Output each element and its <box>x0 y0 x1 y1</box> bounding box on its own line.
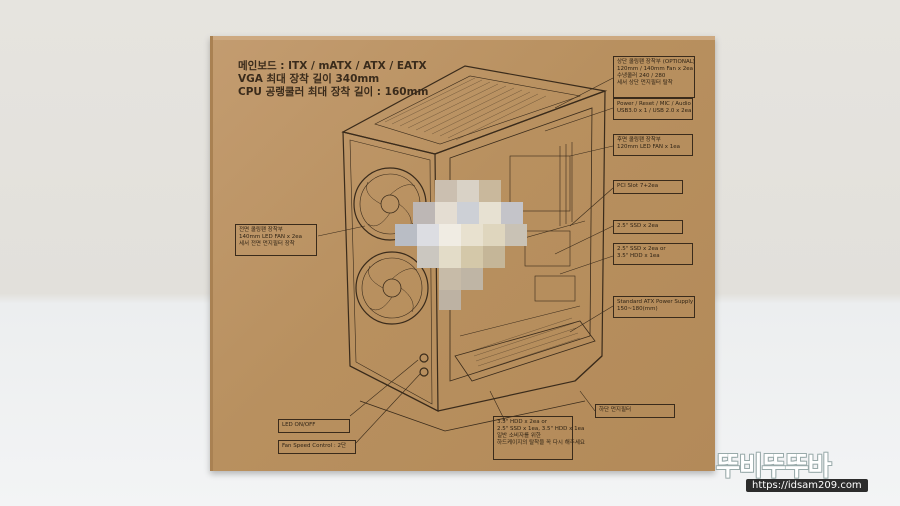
box-left-edge <box>210 36 213 471</box>
watermark: 뚜비뚜뚜바 https://idsam209.com <box>716 446 891 500</box>
callout-hdd-cage: 3.5" HDD x 2ea or 2.5" SSD x 1ea, 3.5" H… <box>493 416 585 460</box>
callout-top-cooling: 상단 쿨링팬 장착부 (OPTIONAL) 120mm / 140mm Fan … <box>613 56 695 98</box>
callout-fan-speed: Fan Speed Control : 2단 <box>278 440 356 454</box>
pixelated-logo-mask <box>395 180 535 310</box>
callout-psu: Standard ATX Power Supply 150~180(mm) <box>613 296 695 318</box>
callout-front-cooling: 전면 쿨링팬 장착부 140mm LED FAN x 2ea 세서 전면 먼지필… <box>235 224 317 256</box>
callout-ssd: 2.5" SSD x 2ea <box>613 220 683 234</box>
callout-pci-slot: PCI Slot 7+2ea <box>613 180 683 194</box>
callout-ssd-hdd: 2.5" SSD x 2ea or 3.5" HDD x 1ea <box>613 243 693 265</box>
callout-bottom-filter: 하단 먼지필터 <box>595 404 675 418</box>
callout-front-io: Power / Reset / MIC / Audio USB3.0 x 1 /… <box>613 98 693 120</box>
cardboard-box: 메인보드 : ITX / mATX / ATX / EATX VGA 최대 장착… <box>210 36 715 471</box>
callout-led: LED ON/OFF <box>278 419 350 433</box>
spec-cpu-cooler: CPU 공랭쿨러 최대 장착 길이 : 160mm <box>238 86 429 98</box>
spec-motherboard: 메인보드 : ITX / mATX / ATX / EATX <box>238 60 427 72</box>
callout-rear-cooling: 후면 쿨링팬 장착부 120mm LED FAN x 1ea <box>613 134 693 156</box>
watermark-logo: 뚜비뚜뚜바 <box>716 452 832 482</box>
spec-vga-length: VGA 최대 장착 길이 340mm <box>238 73 380 85</box>
watermark-url: https://idsam209.com <box>746 479 868 492</box>
box-top-edge <box>210 36 715 40</box>
